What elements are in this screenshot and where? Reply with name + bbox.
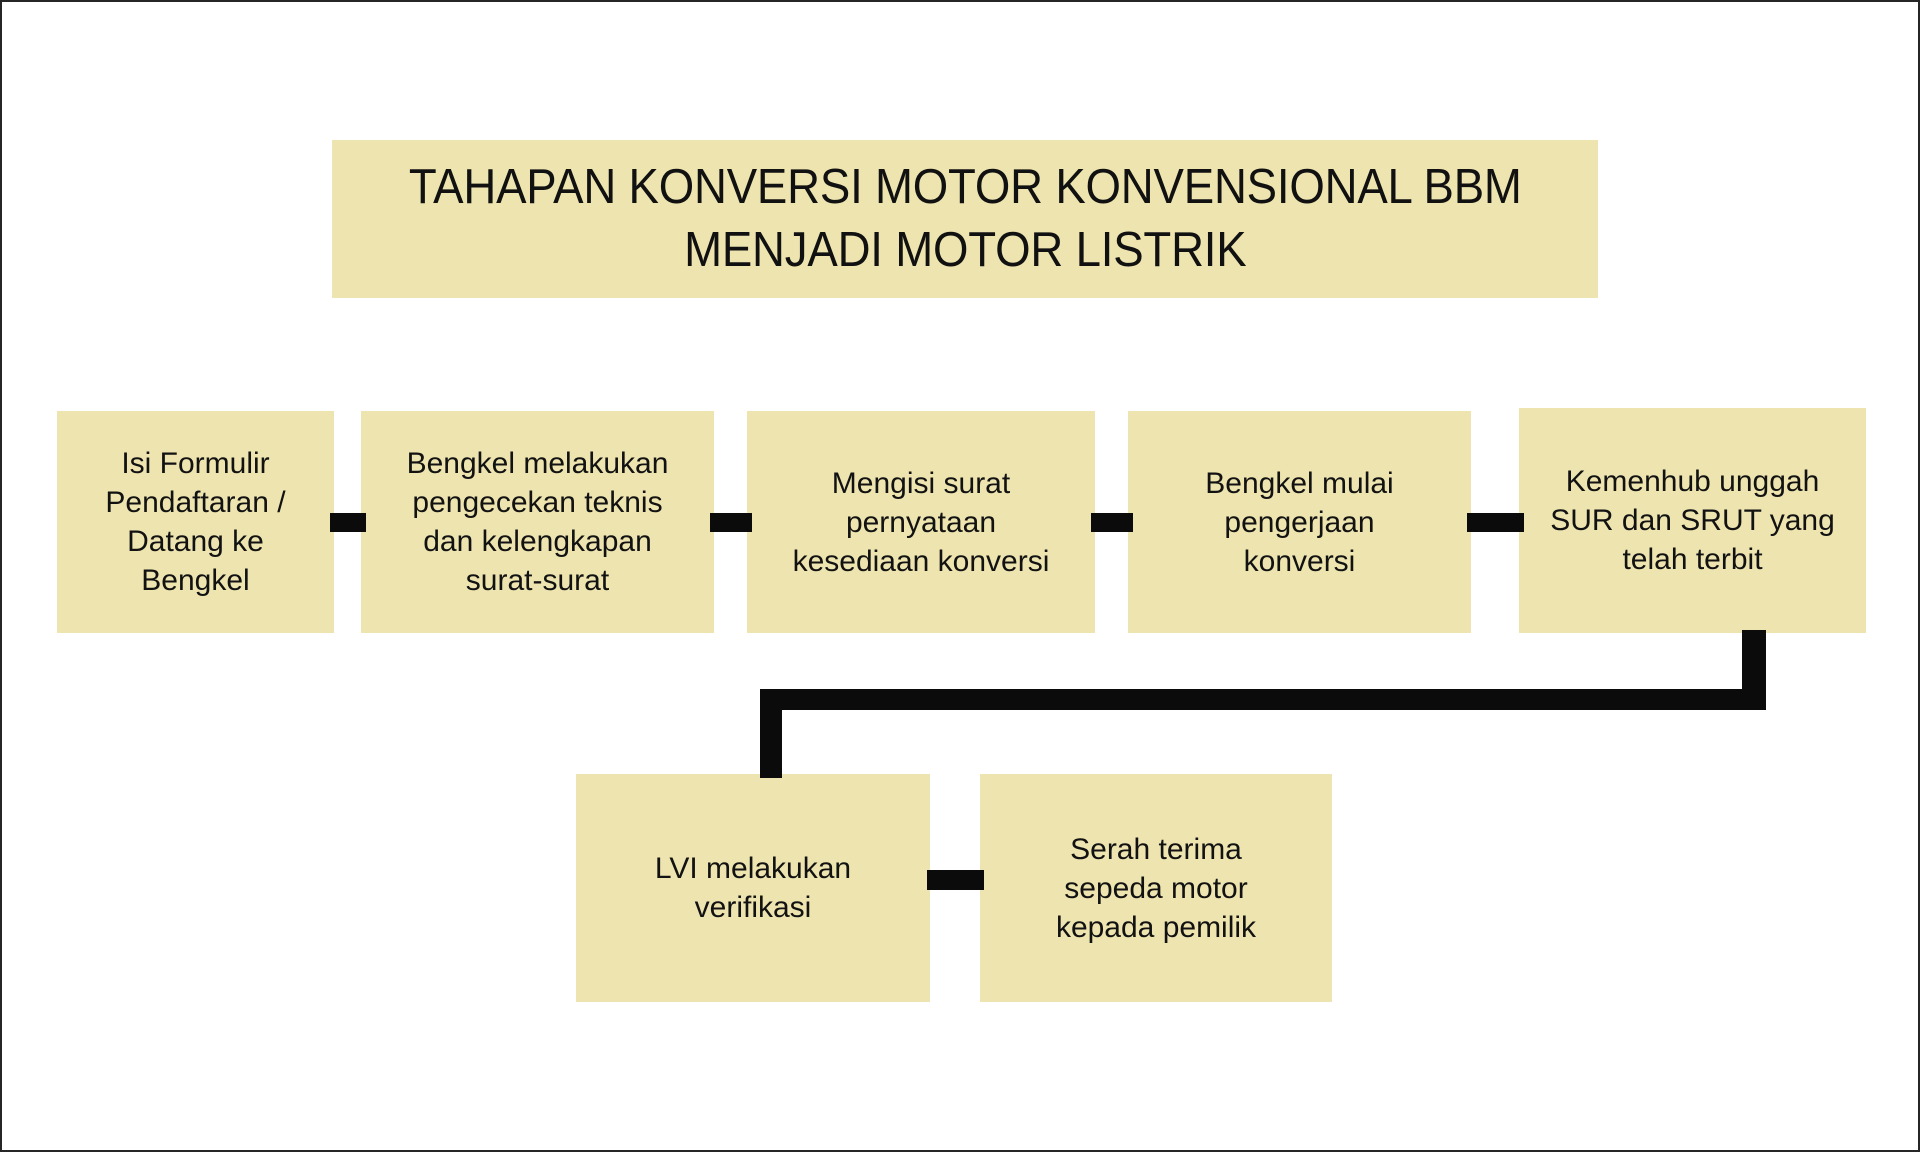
process-node-pengecekan-teknis[interactable]: Bengkel melakukan pengecekan teknis dan … <box>361 411 714 633</box>
page-title: TAHAPAN KONVERSI MOTOR KONVENSIONAL BBM … <box>408 160 1522 277</box>
connector-node5-to-node6-drop-segment <box>760 702 782 778</box>
connector-node1-to-node2 <box>330 513 366 532</box>
connector-node3-to-node4 <box>1091 513 1133 532</box>
process-node-lvi-verifikasi[interactable]: LVI melakukan verifikasi <box>576 774 930 1002</box>
process-node-label: Isi Formulir Pendaftaran / Datang ke Ben… <box>105 447 286 597</box>
process-node-kemenhub-unggah[interactable]: Kemenhub unggah SUR dan SRUT yang telah … <box>1519 408 1866 633</box>
connector-node5-to-node6-horizontal-segment <box>760 689 1766 710</box>
process-node-serah-terima[interactable]: Serah terima sepeda motor kepada pemilik <box>980 774 1332 1002</box>
process-node-pengerjaan-konversi[interactable]: Bengkel mulai pengerjaan konversi <box>1128 411 1471 633</box>
process-node-label: LVI melakukan verifikasi <box>654 852 852 924</box>
process-node-label: Serah terima sepeda motor kepada pemilik <box>1055 832 1257 944</box>
connector-node6-to-node7 <box>927 870 984 890</box>
diagram-title-banner: TAHAPAN KONVERSI MOTOR KONVENSIONAL BBM … <box>332 140 1598 298</box>
process-node-isi-formulir[interactable]: Isi Formulir Pendaftaran / Datang ke Ben… <box>57 411 334 633</box>
process-node-label: Mengisi surat pernyataan kesediaan konve… <box>792 466 1050 578</box>
process-node-label: Bengkel mulai pengerjaan konversi <box>1205 466 1394 578</box>
process-node-label: Kemenhub unggah SUR dan SRUT yang telah … <box>1550 465 1835 576</box>
process-node-label: Bengkel melakukan pengecekan teknis dan … <box>406 447 669 597</box>
connector-node2-to-node3 <box>710 513 752 532</box>
connector-node4-to-node5 <box>1467 513 1524 532</box>
process-node-surat-pernyataan[interactable]: Mengisi surat pernyataan kesediaan konve… <box>747 411 1095 633</box>
